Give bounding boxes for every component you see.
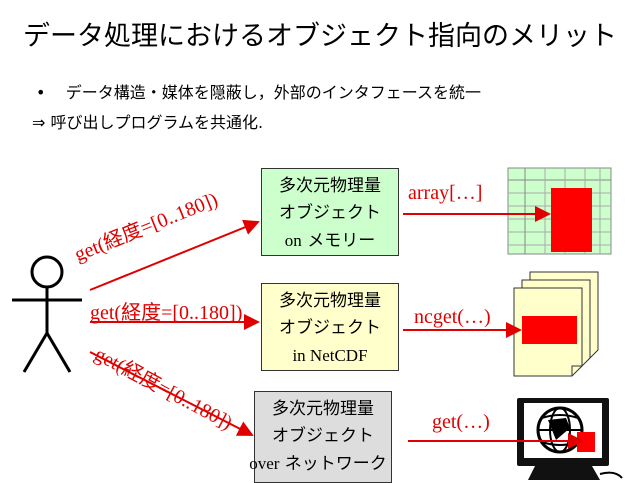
box-line-suffix: ネットワーク [279, 454, 387, 474]
box-line: 多次元物理量 [272, 399, 374, 419]
bullet-marker: ⇒ [32, 113, 46, 132]
call-label-middle: get(経度=[0..180]) [90, 302, 243, 324]
arrow-to-memory [89, 219, 260, 291]
box-line: 多次元物理量 [279, 291, 381, 311]
arrow-to-network [89, 351, 254, 436]
bullet-item-2: ⇒ 呼び出しプログラムを共通化. [32, 108, 481, 138]
array-grid-icon [507, 167, 612, 255]
computer-globe-icon [517, 398, 623, 480]
box-line: オブジェクト [272, 426, 374, 446]
access-label-network: get(…) [432, 411, 490, 433]
box-line: 多次元物理量 [279, 176, 381, 196]
netcdf-object-box: 多次元物理量 オブジェクト in NetCDF [261, 283, 399, 371]
bullet-list: • データ構造・媒体を隠蔽し，外部のインタフェースを統一 ⇒ 呼び出しプログラム… [32, 78, 481, 138]
box-line: on メモリー [262, 227, 398, 255]
memory-object-box: 多次元物理量 オブジェクト on メモリー [261, 168, 399, 256]
stick-figure-icon [12, 255, 82, 373]
access-label-netcdf: ncget(…) [414, 306, 491, 328]
box-line-prefix: over [249, 454, 280, 473]
file-stack-icon [513, 271, 599, 377]
bullet-text: データ構造・媒体を隠蔽し，外部のインタフェースを統一 [65, 83, 481, 102]
box-line: in NetCDF [292, 346, 368, 365]
box-line-prefix: on [284, 231, 302, 250]
access-label-memory: array[…] [408, 182, 483, 204]
page-title: データ処理におけるオブジェクト指向のメリット [23, 21, 617, 52]
bullet-marker: • [36, 83, 46, 102]
network-object-box: 多次元物理量 オブジェクト over ネットワーク [249, 391, 392, 483]
box-line: オブジェクト [279, 318, 381, 338]
bullet-text: 呼び出しプログラムを共通化. [50, 113, 264, 132]
box-line-suffix: メモリー [301, 231, 376, 251]
box-line: over ネットワーク [245, 450, 391, 478]
bullet-item-1: • データ構造・媒体を隠蔽し，外部のインタフェースを統一 [36, 78, 481, 108]
box-line: オブジェクト [279, 203, 381, 223]
